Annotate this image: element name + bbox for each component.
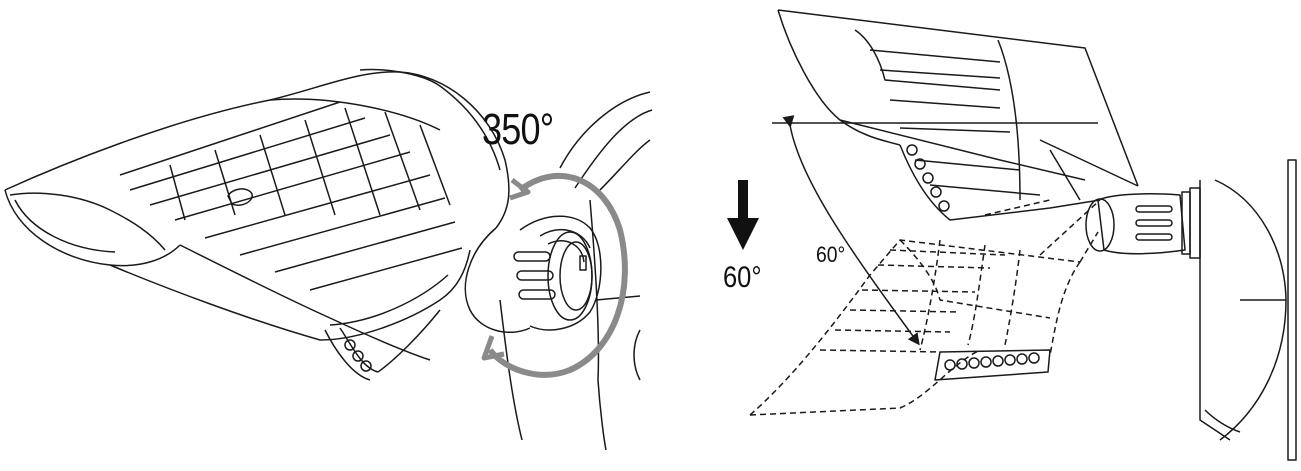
tilt-arrow-label: 60° <box>723 261 762 294</box>
wall-plate <box>1199 159 1297 461</box>
swivel-arm <box>1085 187 1201 259</box>
rotation-arrow <box>481 172 628 378</box>
led-bar-lower <box>934 349 1051 381</box>
swivel-joint <box>464 215 602 333</box>
rotation-angle-label: 350° <box>482 105 554 154</box>
light-head-upper <box>777 9 1139 221</box>
floodlight-head-tilt-view <box>749 9 1297 461</box>
wall-mount-housing <box>499 91 653 451</box>
floodlight-head-rotation-view <box>4 68 653 451</box>
tilt-angle-label: 60° <box>816 242 846 267</box>
tilt-down-arrow <box>727 180 759 250</box>
light-head-body <box>4 68 510 381</box>
tilt-angle-arc <box>782 115 920 346</box>
light-head-lower-dashed <box>749 199 1101 416</box>
